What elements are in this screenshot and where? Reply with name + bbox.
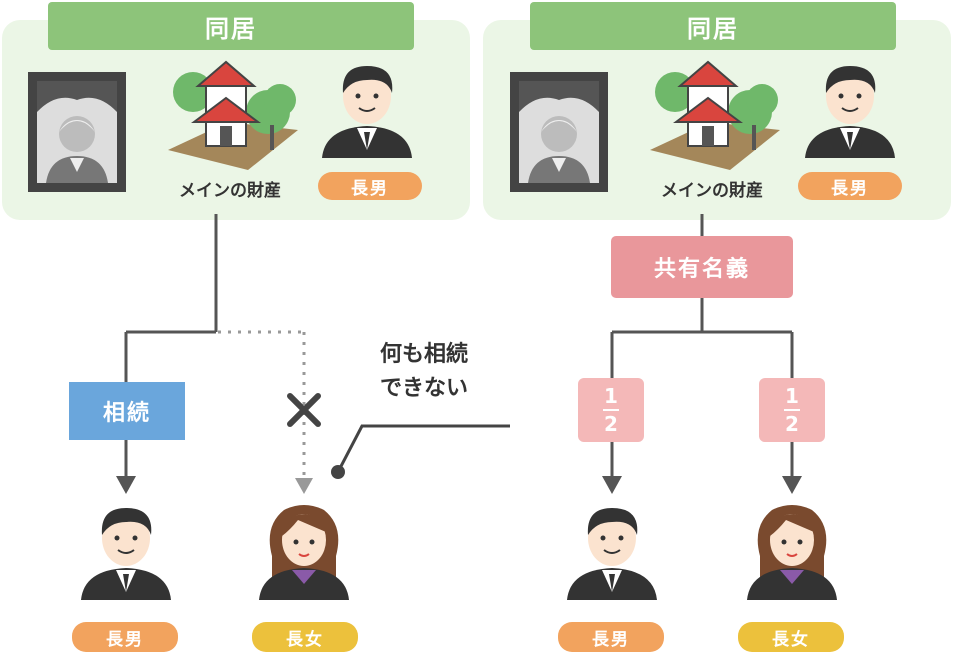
half-share-box: 1 2: [759, 378, 825, 442]
right-title-tab: 同居: [530, 2, 896, 50]
arrow-head: [295, 478, 313, 494]
arrow-head: [602, 476, 622, 494]
share-denominator: 2: [785, 412, 799, 436]
child-son-badge: 長男: [72, 622, 178, 652]
left-title-tab: 同居: [48, 2, 414, 50]
callout-line: [331, 424, 510, 479]
child-daughter-badge: 長女: [252, 622, 358, 652]
house-property-icon: [167, 61, 299, 171]
blocked-path: [218, 330, 306, 478]
cross-icon: [287, 393, 321, 427]
shared-ownership-box: 共有名義: [611, 236, 793, 298]
heir-badge: 長男: [798, 172, 902, 200]
left-connector-lines: [124, 214, 218, 478]
child-son-badge: 長男: [558, 622, 664, 652]
child-son-icon: [80, 507, 172, 601]
deceased-portrait-icon: [510, 72, 608, 192]
house-property-icon: [649, 61, 781, 171]
cannot-inherit-note: 何も相続 できない: [380, 338, 520, 406]
deceased-portrait-icon: [28, 72, 126, 192]
child-daughter-icon: [258, 504, 350, 601]
half-share-box: 1 2: [578, 378, 644, 442]
child-son-icon: [566, 507, 658, 601]
fraction-bar: [784, 409, 800, 411]
inherit-box: 相続: [69, 382, 185, 440]
share-numerator: 1: [604, 384, 618, 408]
eldest-son-icon: [321, 65, 413, 159]
share-numerator: 1: [785, 384, 799, 408]
share-denominator: 2: [604, 412, 618, 436]
fraction-bar: [603, 409, 619, 411]
property-label: メインの財産: [179, 181, 281, 201]
note-line-1: 何も相続: [380, 342, 469, 367]
note-line-2: できない: [380, 376, 469, 401]
property-label: メインの財産: [661, 181, 763, 201]
arrow-head: [782, 476, 802, 494]
right-connector-lines: [610, 214, 794, 478]
heir-badge: 長男: [318, 172, 422, 200]
arrow-head: [116, 476, 136, 494]
child-daughter-badge: 長女: [738, 622, 844, 652]
eldest-son-icon: [804, 65, 896, 159]
child-daughter-icon: [746, 504, 838, 601]
